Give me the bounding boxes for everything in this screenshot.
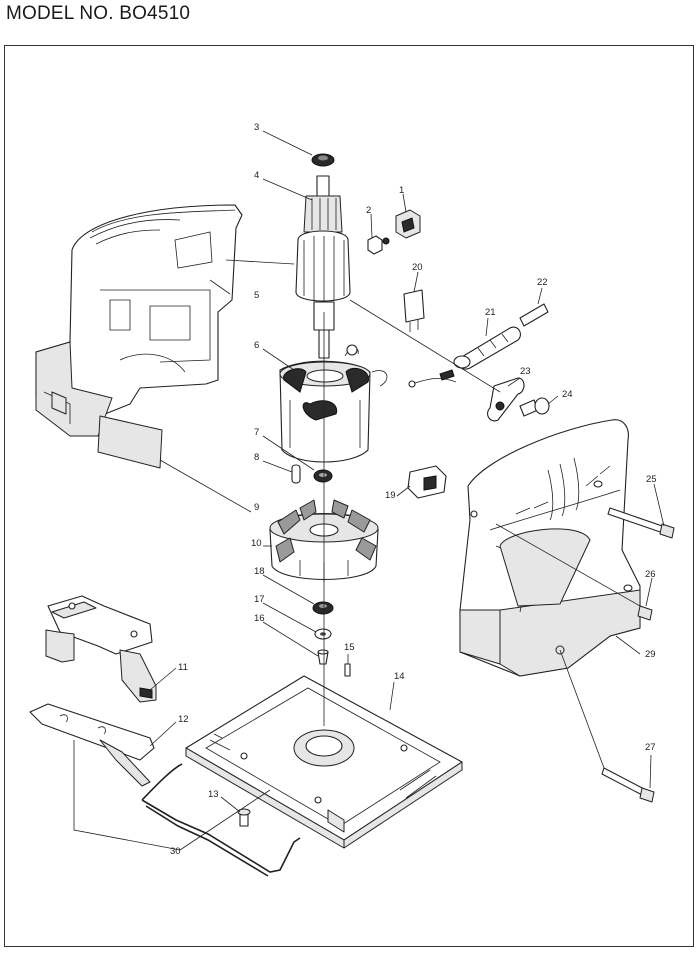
part-number-27: 27 <box>645 742 656 753</box>
field-coil <box>279 344 388 463</box>
part-number-26: 26 <box>645 569 656 580</box>
paper-clamp <box>141 763 301 877</box>
part-number-10: 10 <box>251 538 262 549</box>
part-number-8: 8 <box>254 452 259 463</box>
part-number-14: 14 <box>394 671 405 682</box>
part-number-12: 12 <box>178 714 189 725</box>
switch <box>407 465 447 499</box>
capacitor <box>403 289 425 332</box>
part-number-30: 30 <box>170 846 181 857</box>
part-number-7: 7 <box>254 427 259 438</box>
part-number-16: 16 <box>254 613 265 624</box>
pin <box>291 464 301 484</box>
bearing-lower <box>312 601 334 615</box>
part-number-5: 5 <box>254 290 259 301</box>
armature <box>295 175 351 359</box>
part-labels: 1234567891011121314151617181920212223242… <box>170 122 657 857</box>
part-number-20: 20 <box>412 262 423 273</box>
power-cord <box>519 303 549 327</box>
clamp-lever <box>29 703 155 787</box>
diagram-frame <box>4 45 694 947</box>
part-number-24: 24 <box>562 389 573 400</box>
screw-26 <box>637 605 653 621</box>
carbon-brush <box>367 209 421 255</box>
part-number-19: 19 <box>385 490 396 501</box>
left-housing <box>35 204 243 437</box>
part-number-6: 6 <box>254 340 259 351</box>
label-plate <box>97 415 163 469</box>
part-number-11: 11 <box>178 662 188 673</box>
part-number-13: 13 <box>208 789 219 800</box>
cord-guard <box>453 326 521 370</box>
bearing-top <box>311 153 335 167</box>
hex-socket-screw <box>237 808 251 827</box>
flat-head-screw <box>317 649 329 665</box>
tapping-screw <box>519 397 550 417</box>
part-number-23: 23 <box>520 366 531 377</box>
leader-lines <box>73 130 665 851</box>
flat-washer <box>314 628 332 640</box>
lead-wire <box>408 369 457 388</box>
right-housing <box>459 419 641 677</box>
page-title: MODEL NO. BO4510 <box>6 3 191 24</box>
part-number-1: 1 <box>399 185 404 196</box>
part-number-18: 18 <box>254 566 265 577</box>
clamp-holder <box>45 595 157 703</box>
part-number-29: 29 <box>645 649 656 660</box>
part-number-4: 4 <box>254 170 259 181</box>
part-number-25: 25 <box>646 474 657 485</box>
locating-pin <box>344 663 351 677</box>
part-number-15: 15 <box>344 642 355 653</box>
part-number-21: 21 <box>485 307 496 318</box>
screw-27 <box>601 767 655 803</box>
part-number-2: 2 <box>366 205 371 216</box>
screw-25 <box>607 507 675 539</box>
ball-bearing <box>313 469 333 483</box>
part-number-17: 17 <box>254 594 265 605</box>
part-number-9: 9 <box>254 502 259 513</box>
part-number-3: 3 <box>254 122 259 133</box>
pad-base <box>185 675 463 849</box>
strain-relief <box>487 377 525 422</box>
part-number-22: 22 <box>537 277 548 288</box>
